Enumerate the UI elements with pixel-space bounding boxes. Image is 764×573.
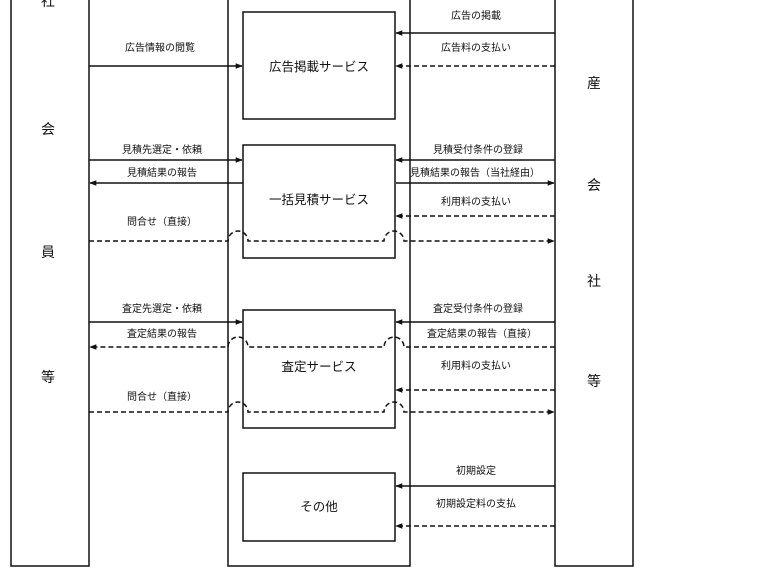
service-other-box: その他 [242, 472, 396, 542]
flow-est-inquiry-label: 問合せ（直接） [127, 215, 197, 228]
right-char-4: 等 [587, 373, 601, 390]
flow-est-report-label: 見積結果の報告（当社経由） [410, 166, 540, 179]
flow-est-select: 見積先選定・依頼 [89, 143, 243, 163]
flow-ad-post: 広告の掲載 [395, 9, 555, 36]
flow-apr-report-label: 査定結果の報告（直接） [427, 327, 537, 340]
flow-est-select-label: 見積先選定・依頼 [122, 143, 202, 156]
left-char-3: 員 [41, 245, 55, 261]
flow-ad-post-label: 広告の掲載 [451, 9, 501, 22]
flow-est-result-label: 見積結果の報告 [127, 166, 197, 179]
flow-oth-setup: 初期設定 [395, 464, 555, 489]
flow-apr-register: 査定受付条件の登録 [395, 302, 555, 325]
service-ad-label: 広告掲載サービス [269, 59, 369, 74]
flow-ad-browse: 広告情報の閲覧 [89, 41, 243, 69]
left-char-2: 会 [41, 122, 55, 138]
right-column-companies: 産 会 社 等 [554, 0, 634, 567]
service-bulk-estimate-box: 一括見積サービス [242, 144, 396, 259]
flow-est-fee-label: 利用料の支払い [441, 195, 511, 208]
left-char-1: 社 [41, 0, 55, 10]
flow-est-fee: 利用料の支払い [395, 195, 555, 219]
service-bulk-estimate-label: 一括見積サービス [269, 192, 369, 207]
left-char-4: 等 [41, 369, 55, 386]
flow-ad-fee: 広告料の支払い [395, 41, 555, 69]
flow-oth-fee: 初期設定料の支払 [395, 497, 555, 529]
flow-apr-result: 査定結果の報告 査定結果の報告（直接） [89, 327, 555, 350]
right-char-1: 産 [587, 76, 601, 92]
flow-apr-fee: 利用料の支払い [395, 359, 555, 393]
flow-apr-fee-label: 利用料の支払い [441, 359, 511, 372]
center-column-services [227, 0, 411, 567]
flow-apr-register-label: 査定受付条件の登録 [433, 302, 523, 315]
flow-oth-setup-label: 初期設定 [456, 464, 496, 477]
flow-oth-fee-label: 初期設定料の支払 [436, 497, 516, 510]
flow-apr-result-label: 査定結果の報告 [127, 327, 197, 340]
flow-est-register: 見積受付条件の登録 [395, 143, 555, 163]
flow-ad-fee-label: 広告料の支払い [441, 41, 511, 54]
service-other-label: その他 [300, 499, 338, 514]
flow-est-register-label: 見積受付条件の登録 [433, 143, 523, 156]
left-column-members: 社 会 員 等 [10, 0, 90, 567]
service-appraisal-label: 査定サービス [281, 359, 356, 374]
service-ad-box: 広告掲載サービス [242, 11, 396, 120]
flow-apr-inquiry: 問合せ（直接） [89, 390, 555, 415]
flow-ad-browse-label: 広告情報の閲覧 [125, 41, 195, 54]
flow-est-result: 見積結果の報告 [89, 166, 243, 186]
right-char-3: 社 [587, 274, 601, 290]
flow-est-report: 見積結果の報告（当社経由） [396, 166, 555, 186]
flow-apr-select-label: 査定先選定・依頼 [122, 302, 202, 315]
service-appraisal-box: 査定サービス [242, 309, 396, 429]
flow-apr-inquiry-label: 問合せ（直接） [127, 390, 197, 403]
flow-est-inquiry: 問合せ（直接） [89, 215, 555, 244]
flow-apr-select: 査定先選定・依頼 [89, 302, 243, 325]
right-char-2: 会 [587, 178, 601, 194]
